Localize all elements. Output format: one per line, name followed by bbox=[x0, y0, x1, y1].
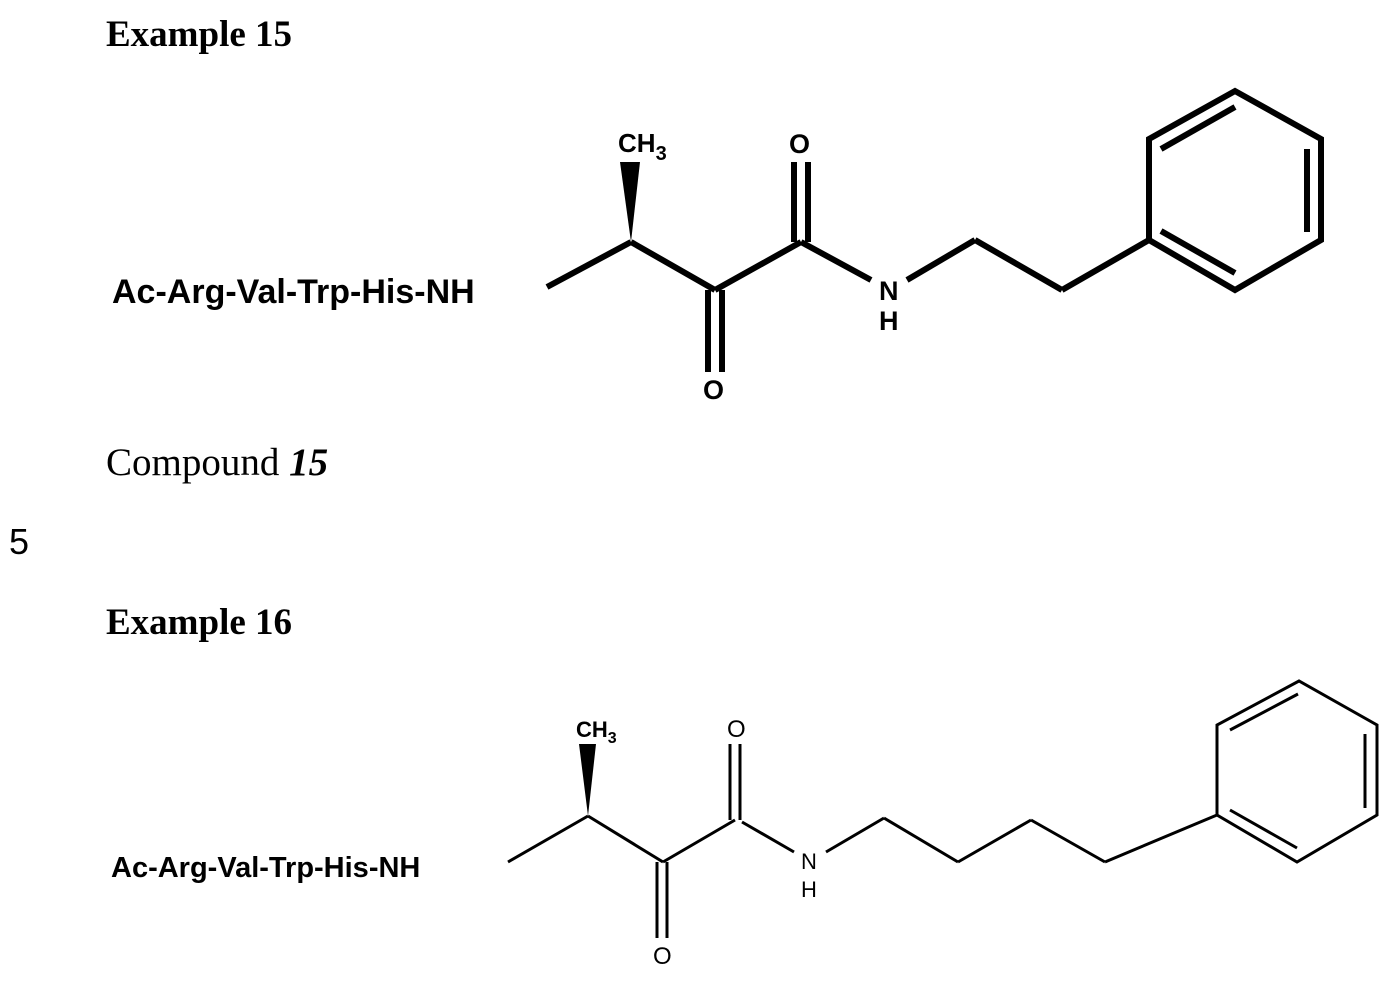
example-15-heading: Example 15 bbox=[106, 14, 293, 55]
amide-n-label: N bbox=[801, 849, 817, 874]
compound-15-structure: Ac-Arg-Val-Trp-His-NH CH3 O O N H bbox=[112, 87, 1324, 405]
caption-number: 15 bbox=[289, 441, 329, 484]
ketone-oxygen-label: O bbox=[703, 375, 724, 405]
amide-oxygen-label: O bbox=[789, 129, 810, 159]
caption-prefix: Compound bbox=[106, 441, 280, 484]
line-number: 5 bbox=[9, 521, 30, 562]
methyl-label: CH3 bbox=[576, 717, 617, 747]
amide-oxygen-label: O bbox=[727, 716, 746, 743]
amide-n-label: N bbox=[879, 276, 899, 306]
ketone-oxygen-label: O bbox=[653, 943, 672, 970]
methyl-label: CH3 bbox=[618, 128, 667, 165]
peptide-prefix-label: Ac-Arg-Val-Trp-His-NH bbox=[112, 273, 475, 311]
example-16-heading: Example 16 bbox=[106, 602, 293, 643]
peptide-prefix-label: Ac-Arg-Val-Trp-His-NH bbox=[111, 852, 420, 884]
stereo-wedge-icon bbox=[620, 162, 640, 242]
stereo-wedge-icon bbox=[579, 744, 596, 816]
compound-15-caption: Compound 15 bbox=[106, 443, 328, 482]
amide-h-label: H bbox=[879, 306, 899, 336]
amide-h-label: H bbox=[801, 877, 817, 902]
